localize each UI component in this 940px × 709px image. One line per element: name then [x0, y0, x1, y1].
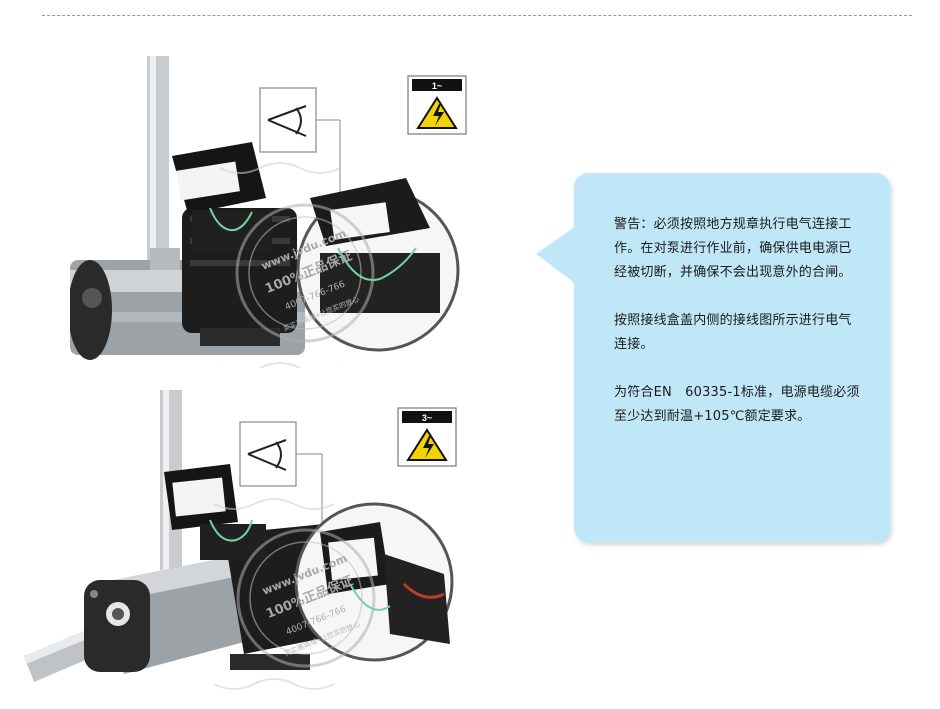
callout-pointer [536, 226, 576, 284]
voltage-warning-sign [397, 407, 457, 467]
zoom-detail-circle [294, 502, 454, 662]
pump-illustration-single-phase: 1~ www.jvdu.com 100%正品保证 4007-766-766 买实… [70, 48, 500, 368]
watermark-stamp [219, 162, 375, 368]
vertical-pipe [147, 56, 169, 261]
voltage-warning-sign [407, 75, 467, 135]
watermark-stamp [213, 498, 376, 690]
top-dashed-divider [42, 15, 912, 16]
warning-callout-box [574, 173, 890, 542]
terminal-box-open [172, 142, 272, 250]
phase-label: 3~ [422, 413, 432, 423]
cable-requirement-paragraph: 为符合EN 60335-1标准，电源电缆必须至少达到耐温+105℃额定要求。 [614, 385, 860, 424]
warning-paragraph: 警告：必须按照地方规章执行电气连接工作。在对泵进行作业前，确保供电电源已经被切断… [614, 217, 852, 280]
callout-text: 警告：必须按照地方规章执行电气连接工作。在对泵进行作业前，确保供电电源已经被切断… [614, 213, 862, 453]
pump-illustration-three-phase: 3~ www.jvdu.com 100%正品保证 4007-766-766 买实… [24, 384, 500, 694]
wiring-instruction-paragraph: 按照接线盒盖内侧的接线图所示进行电气连接。 [614, 313, 852, 352]
phase-label: 1~ [432, 81, 442, 91]
eye-caution-sign [259, 87, 341, 198]
eye-caution-sign [239, 421, 323, 534]
pump-body [84, 554, 274, 674]
